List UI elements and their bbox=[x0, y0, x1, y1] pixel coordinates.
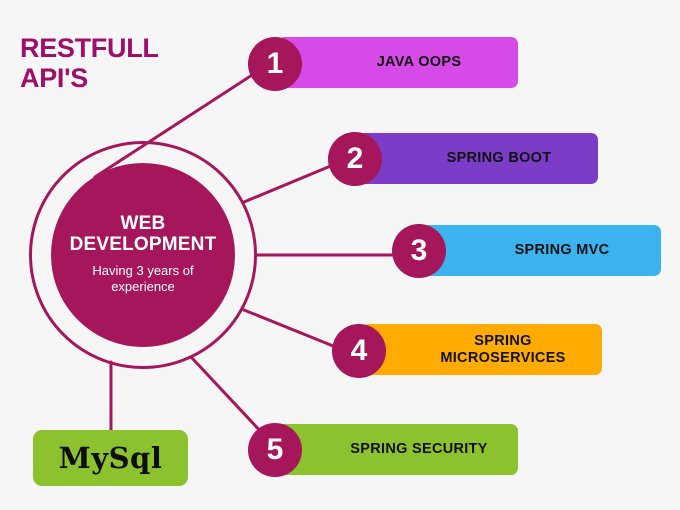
branch-bar-3[interactable]: SPRING MVC bbox=[421, 225, 661, 276]
branch-label-4: SPRING MICROSERVICES bbox=[440, 333, 566, 366]
hub-subtitle: Having 3 years of experience bbox=[92, 263, 194, 295]
mysql-label: MySql bbox=[58, 441, 163, 475]
branch-label-5: SPRING SECURITY bbox=[350, 441, 488, 458]
hub-to-branch-2 bbox=[242, 158, 347, 204]
hub-core-circle: WEB DEVELOPMENT Having 3 years of experi… bbox=[51, 163, 235, 347]
branch-label-1: JAVA OOPS bbox=[376, 54, 462, 71]
branch-badge-4[interactable]: 4 bbox=[332, 324, 386, 378]
branch-label-3: SPRING MVC bbox=[514, 242, 610, 259]
branch-badge-1[interactable]: 1 bbox=[248, 37, 302, 91]
branch-bar-4[interactable]: SPRING MICROSERVICES bbox=[362, 324, 602, 375]
branch-badge-5[interactable]: 5 bbox=[248, 423, 302, 477]
branch-badge-3[interactable]: 3 bbox=[392, 224, 446, 278]
hub-title: WEB DEVELOPMENT bbox=[69, 213, 217, 256]
branch-label-2: SPRING BOOT bbox=[446, 150, 552, 167]
hub-outer-ring bbox=[29, 141, 257, 369]
branch-bar-2[interactable]: SPRING BOOT bbox=[358, 133, 598, 184]
branch-badge-2[interactable]: 2 bbox=[328, 132, 382, 186]
hub-to-branch-5 bbox=[190, 356, 266, 437]
branch-bar-1[interactable]: JAVA OOPS bbox=[278, 37, 518, 88]
hub-to-branch-4 bbox=[242, 308, 350, 354]
branch-bar-5[interactable]: SPRING SECURITY bbox=[278, 424, 518, 475]
page-title: RESTFULL API'S bbox=[20, 33, 159, 94]
mysql-node[interactable]: MySql bbox=[33, 430, 188, 486]
